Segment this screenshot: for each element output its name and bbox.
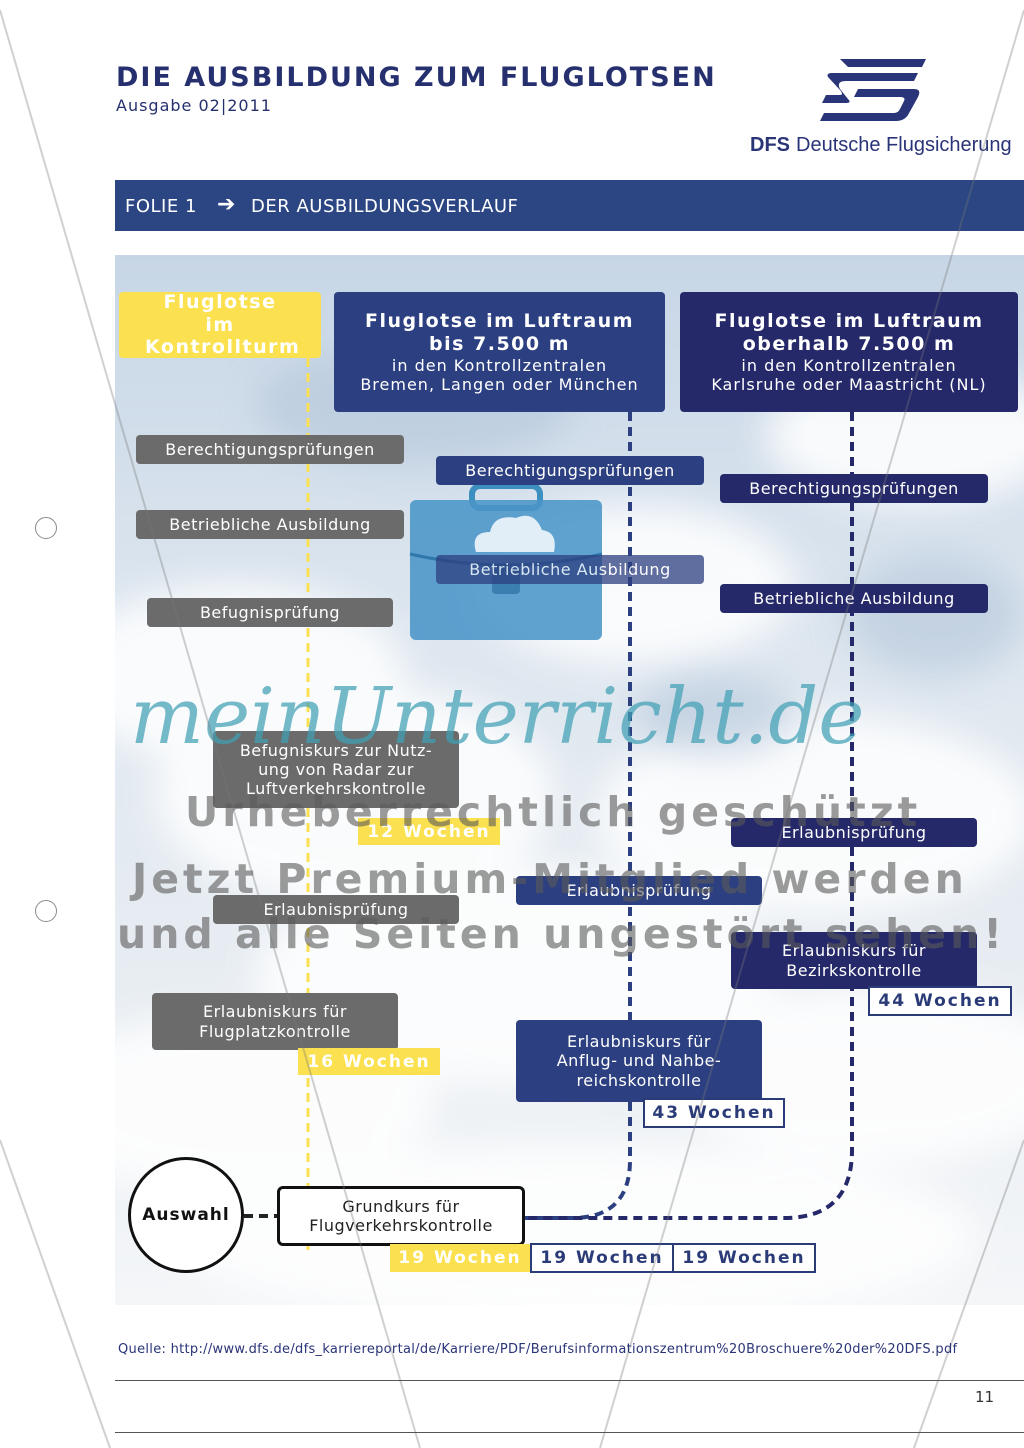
grundkurs-weeks-tower: 19 Wochen <box>390 1244 530 1272</box>
befugniskurs-line3: Luftverkehrskontrolle <box>245 779 427 799</box>
watermark-brand: meinUnterricht.de <box>130 672 865 762</box>
below-kurs-line3: reichskontrolle <box>576 1070 702 1090</box>
befugniskurs-line2: ung von Radar zur <box>258 759 414 779</box>
above-berechtigung-box: Berechtigungsprüfungen <box>720 474 988 503</box>
above-kurs-line1: Erlaubniskurs für <box>782 941 926 961</box>
footer-divider-bottom <box>115 1432 1024 1433</box>
tower-befugniskurs-box: Befugniskurs zur Nutz- ung von Radar zur… <box>213 731 459 808</box>
below-title-line1: Fluglotse im Luftraum <box>365 310 634 333</box>
below-column-header: Fluglotse im Luftraum bis 7.500 m in den… <box>334 292 665 412</box>
below-kurs-box: Erlaubniskurs für Anflug- und Nahbe- rei… <box>516 1020 762 1102</box>
below-title-line2: bis 7.500 m <box>428 332 571 355</box>
below-erlaubnis-box: Erlaubnisprüfung <box>516 876 762 905</box>
above-title-line1: Fluglotse im Luftraum <box>714 310 984 333</box>
watermark-line2: Jetzt Premium-Mitglied werden <box>132 855 968 903</box>
dfs-logo-name: Deutsche Flugsicherung <box>796 134 1012 156</box>
below-berechtigung-box: Berechtigungsprüfungen <box>436 456 704 485</box>
above-betrieblich-box: Betriebliche Ausbildung <box>720 584 988 613</box>
grundkurs-box: Grundkurs für Flugverkehrskontrolle <box>277 1186 525 1246</box>
below-betrieblich-box: Betriebliche Ausbildung <box>436 555 704 584</box>
auswahl-circle: Auswahl <box>128 1157 244 1273</box>
tower-column-header: Fluglotse im Kontrollturm <box>119 290 321 359</box>
tower-betrieblich-box: Betriebliche Ausbildung <box>136 510 404 539</box>
punch-hole-bottom <box>35 900 57 922</box>
slide-label: FOLIE 1 <box>125 196 197 217</box>
slide-title: DER AUSBILDUNGSVERLAUF <box>251 196 519 217</box>
arrow-right-icon: ➔ <box>217 192 236 217</box>
tower-kurs-weeks: 16 Wochen <box>298 1048 440 1075</box>
tower-berechtigung-box: Berechtigungsprüfungen <box>136 435 404 464</box>
tower-befugnis-box: Befugnisprüfung <box>147 598 393 627</box>
page-title: DIE AUSBILDUNG ZUM FLUGLOTSEN <box>116 62 717 93</box>
befugniskurs-line1: Befugniskurs zur Nutz- <box>239 740 433 760</box>
dfs-logo-abbr: DFS <box>750 134 790 156</box>
tower-kurs-line2: Flugplatzkontrolle <box>199 1021 351 1041</box>
above-column-header: Fluglotse im Luftraum oberhalb 7.500 m i… <box>680 292 1018 412</box>
grundkurs-line1: Grundkurs für <box>342 1196 460 1216</box>
grundkurs-weeks-above: 19 Wochen <box>672 1243 816 1273</box>
above-title-line2: oberhalb 7.500 m <box>742 332 956 355</box>
auswahl-label: Auswahl <box>142 1204 230 1225</box>
above-sub-line1: in den Kontrollzentralen <box>741 355 957 375</box>
above-kurs-box: Erlaubniskurs für Bezirkskontrolle <box>731 932 977 989</box>
above-dashed-line <box>525 412 854 1220</box>
dfs-logo-icon <box>820 59 926 121</box>
above-sub-line2: Karlsruhe oder Maastricht (NL) <box>711 374 987 394</box>
below-dashed-line <box>525 412 632 1220</box>
tower-column-title: Fluglotse im Kontrollturm <box>145 290 301 359</box>
below-kurs-weeks: 43 Wochen <box>643 1098 785 1128</box>
above-kurs-weeks: 44 Wochen <box>868 986 1012 1016</box>
above-kurs-line2: Bezirkskontrolle <box>786 960 922 980</box>
below-kurs-line2: Anflug- und Nahbe- <box>556 1051 722 1071</box>
below-sub-line2: Bremen, Langen oder München <box>360 374 639 394</box>
grundkurs-line2: Flugverkehrskontrolle <box>309 1216 493 1235</box>
page-number: 11 <box>975 1388 995 1406</box>
tower-befugniskurs-weeks: 12 Wochen <box>358 818 500 845</box>
dfs-logo-text: DFS Deutsche Flugsicherung <box>750 134 1012 157</box>
above-erlaubnis-box: Erlaubnisprüfung <box>731 818 977 847</box>
below-kurs-line1: Erlaubniskurs für <box>567 1032 711 1052</box>
slide-header-bar: FOLIE 1 ➔ DER AUSBILDUNGSVERLAUF <box>115 180 1024 231</box>
below-sub-line1: in den Kontrollzentralen <box>391 355 608 375</box>
watermark-line3: und alle Seiten ungestört sehen! <box>117 910 1007 958</box>
tower-kurs-line1: Erlaubniskurs für <box>203 1002 347 1022</box>
footer-divider-top <box>115 1380 1024 1381</box>
tower-kurs-box: Erlaubniskurs für Flugplatzkontrolle <box>152 993 398 1050</box>
grundkurs-weeks-below: 19 Wochen <box>530 1243 674 1273</box>
watermark-line1: Urheberrechtlich geschützt <box>185 788 922 836</box>
source-citation: Quelle: http://www.dfs.de/dfs_karrierepo… <box>118 1342 958 1357</box>
tower-erlaubnis-box: Erlaubnisprüfung <box>213 895 459 924</box>
punch-hole-top <box>35 517 57 539</box>
edition-subtitle: Ausgabe 02|2011 <box>116 96 272 115</box>
